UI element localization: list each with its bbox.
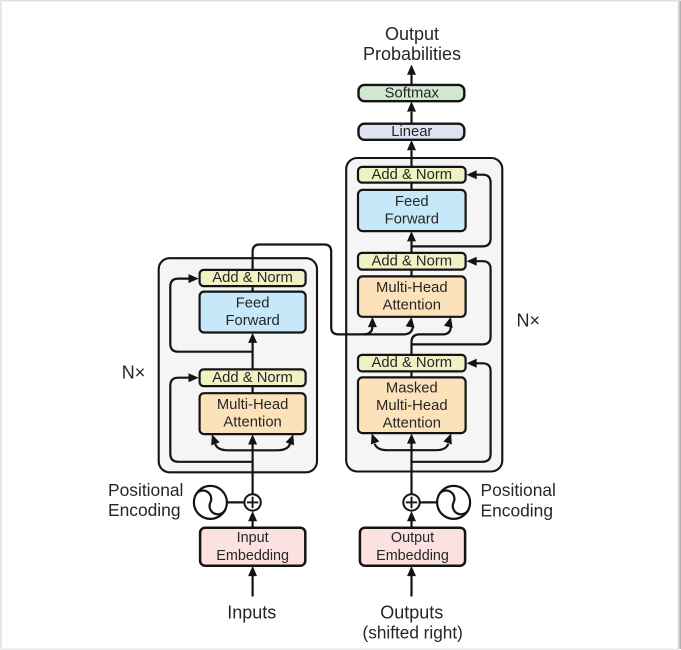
svg-text:Positional: Positional [481, 480, 556, 500]
svg-text:Masked: Masked [386, 380, 438, 396]
svg-text:Add & Norm: Add & Norm [372, 355, 453, 371]
svg-text:Add & Norm: Add & Norm [212, 270, 293, 286]
svg-text:Inputs: Inputs [227, 602, 276, 622]
svg-text:Softmax: Softmax [385, 85, 440, 101]
svg-text:Attention: Attention [223, 415, 281, 431]
svg-text:Input: Input [237, 530, 269, 546]
svg-text:Output: Output [385, 24, 439, 44]
svg-text:N×: N× [122, 363, 146, 383]
svg-text:Attention: Attention [383, 298, 441, 314]
svg-text:Outputs: Outputs [380, 602, 443, 622]
svg-text:Multi-Head: Multi-Head [376, 280, 448, 296]
svg-text:(shifted right): (shifted right) [363, 622, 463, 642]
svg-text:Encoding: Encoding [481, 501, 554, 521]
svg-text:Multi-Head: Multi-Head [217, 397, 289, 413]
svg-text:Feed: Feed [395, 194, 429, 210]
svg-text:Encoding: Encoding [108, 500, 181, 520]
svg-text:Embedding: Embedding [216, 548, 289, 564]
svg-text:Positional: Positional [108, 480, 183, 500]
svg-text:Linear: Linear [391, 124, 432, 140]
svg-text:Add & Norm: Add & Norm [212, 370, 293, 386]
svg-text:Add & Norm: Add & Norm [372, 253, 453, 269]
svg-text:Output: Output [391, 530, 434, 546]
svg-text:Forward: Forward [385, 212, 439, 228]
svg-text:Feed: Feed [236, 296, 270, 312]
svg-text:Multi-Head: Multi-Head [376, 398, 448, 414]
svg-text:Embedding: Embedding [376, 548, 449, 564]
svg-text:N×: N× [517, 311, 541, 331]
svg-text:Forward: Forward [225, 313, 279, 329]
svg-text:Probabilities: Probabilities [363, 44, 461, 64]
svg-text:Attention: Attention [383, 416, 441, 432]
svg-text:Add & Norm: Add & Norm [372, 167, 453, 183]
